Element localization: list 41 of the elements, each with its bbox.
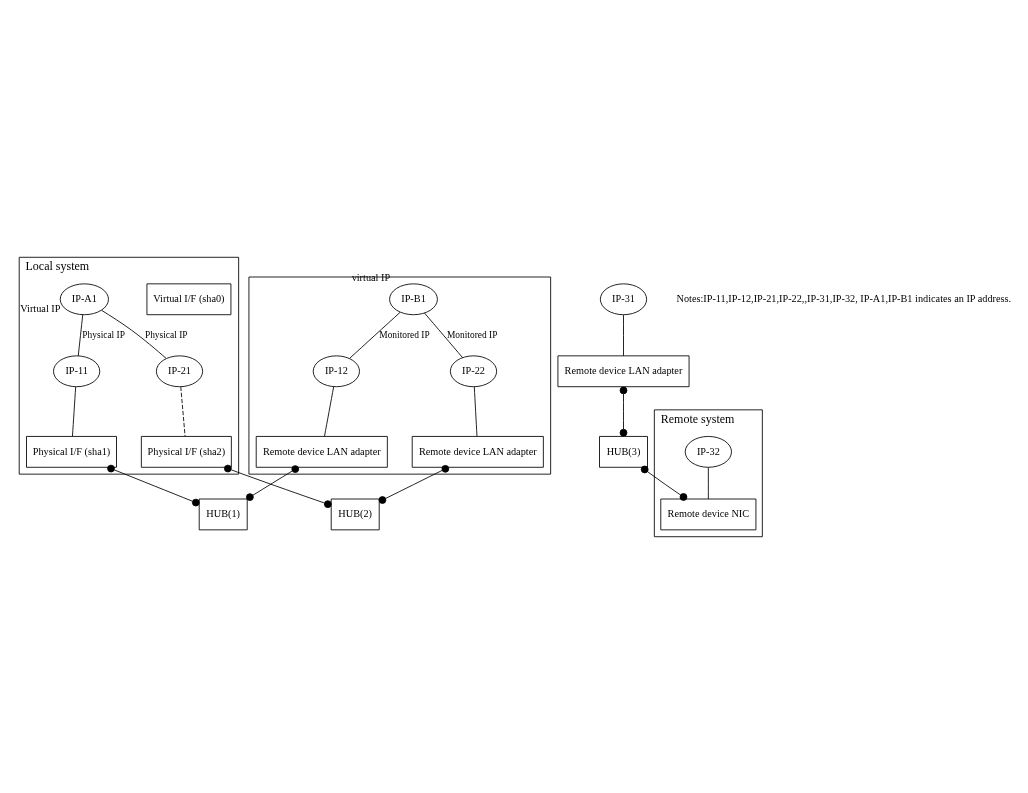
- node-box: HUB(2): [330, 498, 380, 530]
- node-ellipse: IP-A1: [59, 282, 109, 315]
- edge-label: Physical IP: [144, 329, 188, 340]
- node-label: Virtual IP: [20, 302, 61, 314]
- node-ellipse: IP-21: [155, 354, 204, 387]
- node-ellipse: IP-22: [449, 354, 498, 387]
- node-box: Remote device NIC: [660, 498, 757, 530]
- node-box: Remote device LAN adapter: [557, 354, 690, 387]
- connector: [473, 386, 478, 437]
- connector: [640, 465, 688, 501]
- node-box: Physical I/F (sha1): [26, 435, 117, 468]
- edge-label: Monitored IP: [447, 329, 498, 340]
- node-box: Remote device LAN adapter: [255, 435, 388, 468]
- connector: [101, 309, 167, 359]
- connector: [246, 464, 300, 501]
- node-ellipse: IP-B1: [389, 282, 438, 315]
- edge-label: Monitored IP: [379, 329, 430, 340]
- connector: [324, 386, 335, 437]
- node-box: Physical I/F (sha2): [140, 435, 232, 468]
- connector: [72, 386, 77, 437]
- connector: [623, 314, 624, 356]
- node-ellipse: IP-11: [53, 354, 101, 387]
- connector: [349, 311, 401, 359]
- node-box: HUB(1): [198, 498, 248, 530]
- connector: [378, 464, 450, 504]
- edge-label: Physical IP: [82, 329, 125, 340]
- node-box: HUB(3): [599, 435, 648, 468]
- connector: [107, 464, 200, 506]
- node-ellipse: IP-31: [599, 282, 648, 315]
- node-ellipse: IP-12: [312, 354, 360, 387]
- connector: [77, 313, 84, 356]
- node-box: Virtual I/F (sha0): [146, 282, 232, 315]
- node-label: virtual IP: [351, 271, 391, 283]
- connector: [424, 312, 463, 358]
- connector: [224, 464, 332, 508]
- node-ellipse: IP-32: [684, 435, 732, 468]
- node-box: Remote device LAN adapter: [411, 435, 544, 468]
- connector: [707, 466, 709, 499]
- connector: [619, 386, 628, 437]
- connector: [180, 386, 186, 437]
- label: Notes:IP-11,IP-12,IP-21,IP-22,,IP-31,IP-32, IP-A1,IP-B1 indicates an IP address.: [676, 292, 1012, 304]
